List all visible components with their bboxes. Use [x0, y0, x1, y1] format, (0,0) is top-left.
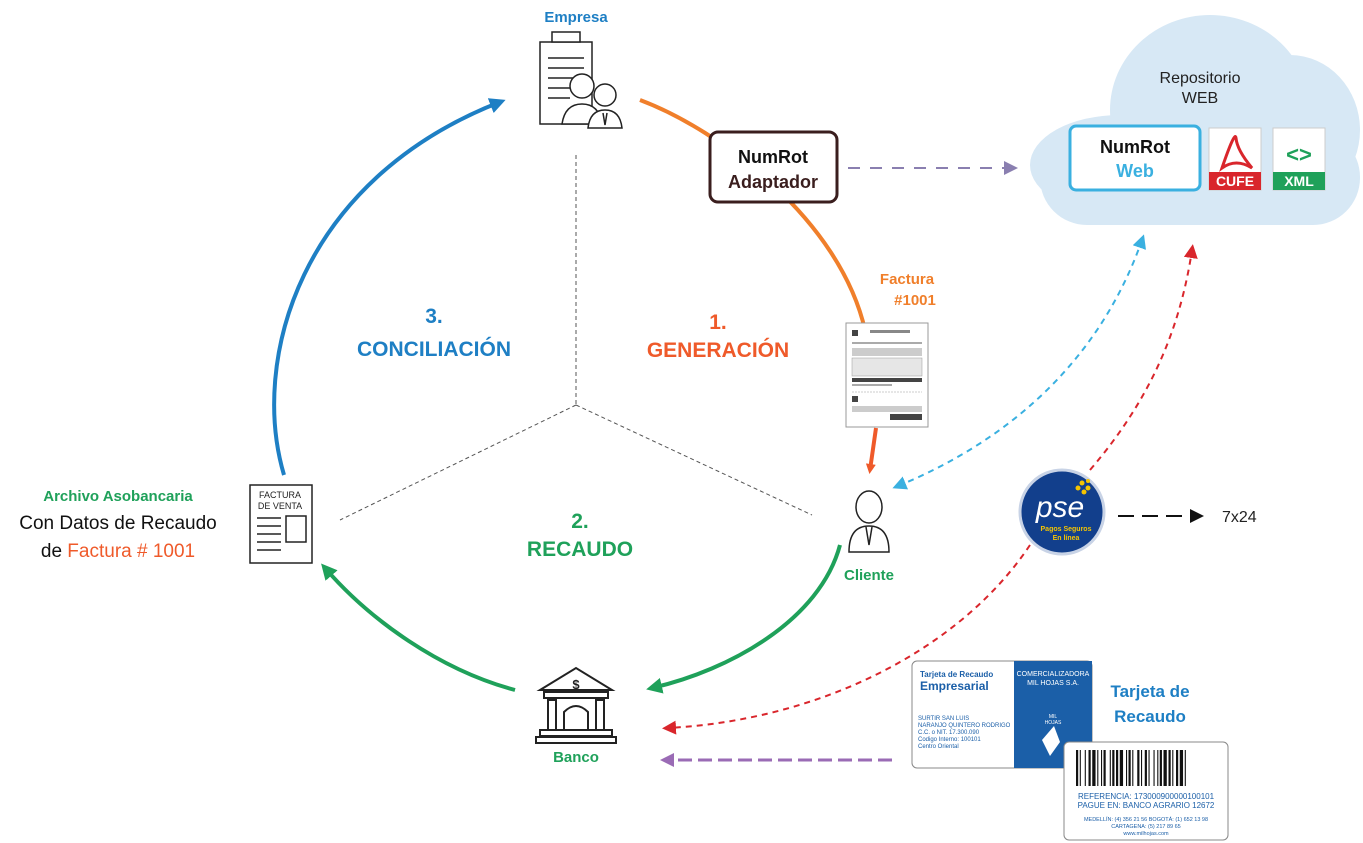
numrot-web-box — [1068, 124, 1202, 192]
xml-label: XML — [1284, 173, 1314, 189]
person-icon — [848, 490, 890, 553]
factura-venta-line2: DE VENTA — [258, 501, 302, 511]
archivo-line-3-ref: Factura # 1001 — [67, 541, 195, 562]
empresa-label: Empresa — [544, 9, 608, 26]
tarjeta-label-2: Recaudo — [1114, 707, 1186, 726]
cufe-label: CUFE — [1216, 173, 1254, 189]
card-address-3: C.C. o NIT. 17.300.090 — [918, 730, 980, 736]
bank-icon — [535, 666, 617, 744]
card-logo-1: MIL — [1049, 714, 1058, 720]
numrot-web-label-2: Web — [1116, 161, 1154, 181]
arc-recaudo — [646, 544, 842, 694]
banco-label: Banco — [553, 749, 599, 766]
card-address-1: SURTIR SAN LUIS — [918, 716, 969, 722]
card-address-5: Centro Oriental — [918, 744, 959, 750]
generacion-number: 1. — [709, 311, 727, 334]
xml-symbol-icon: <> — [1286, 142, 1312, 167]
card-address-4: Codigo Interno: 100101 — [918, 737, 981, 743]
pse-subtext-2: En línea — [1053, 535, 1080, 542]
adaptador-label-2: Adaptador — [728, 172, 818, 192]
factura-label-1: Factura — [880, 271, 935, 288]
availability-label: 7x24 — [1222, 509, 1257, 526]
card-header-1: Tarjeta de Recaudo — [920, 670, 993, 679]
archivo-title: Archivo Asobancaria — [43, 488, 193, 505]
arrow-cliente-repositorio — [892, 234, 1146, 490]
conciliacion-title: CONCILIACIÓN — [357, 337, 511, 361]
factura-label-2: #1001 — [894, 292, 936, 309]
sector-dividers — [339, 155, 813, 521]
card-address-2: NARANJO QUINTERO RODRIGO — [918, 723, 1011, 729]
conciliacion-number: 3. — [425, 305, 443, 328]
archivo-line-3: de Factura # 1001 — [41, 541, 195, 562]
dollar-icon: $ — [572, 677, 580, 692]
factura-venta-line1: FACTURA — [259, 490, 301, 500]
cloud-repository — [1030, 15, 1360, 225]
card-reference: REFERENCIA: 173000900000100101 — [1078, 792, 1215, 801]
card-company-1: COMERCIALIZADORA — [1017, 671, 1090, 678]
arrow-pse-repositorio — [1089, 244, 1198, 471]
sales-invoice-icon — [249, 484, 313, 564]
recaudo-number: 2. — [571, 510, 589, 533]
archivo-line-3-prefix: de — [41, 541, 67, 562]
pse-text: pse — [1035, 491, 1084, 524]
repositorio-label-2: WEB — [1182, 90, 1218, 107]
collection-card — [911, 660, 1093, 769]
card-phones-1: MEDELLÍN: (4) 356 21 56 BOGOTÁ: (1) 652 … — [1084, 816, 1208, 823]
adaptador-box — [708, 130, 839, 204]
pdf-icon — [1208, 127, 1262, 191]
cliente-label: Cliente — [844, 567, 894, 584]
invoice-document — [845, 322, 929, 428]
card-pay-at: PAGUE EN: BANCO AGRARIO 12672 — [1078, 801, 1215, 810]
card-company-2: MIL HOJAS S.A. — [1027, 680, 1079, 687]
pse-subtext-1: Pagos Seguros — [1041, 526, 1092, 533]
card-website: www.milhojas.com — [1122, 831, 1169, 837]
repositorio-label-1: Repositorio — [1160, 70, 1241, 87]
generacion-title: GENERACIÓN — [647, 338, 789, 362]
recaudo-title: RECAUDO — [527, 538, 633, 561]
adaptador-label-1: NumRot — [738, 147, 808, 167]
card-logo-2: HOJAS — [1045, 720, 1062, 726]
building-icon — [539, 31, 623, 129]
arc-recaudo-archivo — [321, 563, 516, 692]
card-phones-2: CARTAGENA: (5) 217 89 65 — [1111, 824, 1181, 830]
numrot-web-label-1: NumRot — [1100, 137, 1170, 157]
arc-generacion-end — [865, 427, 878, 474]
archivo-line-2: Con Datos de Recaudo — [19, 513, 217, 534]
arrow-pse-banco — [662, 544, 1031, 735]
card-header-2: Empresarial — [920, 679, 989, 693]
tarjeta-label-1: Tarjeta de — [1110, 682, 1189, 701]
pse-logo — [1018, 468, 1106, 556]
barcode-icon — [1076, 750, 1186, 786]
arc-conciliacion — [272, 98, 506, 476]
xml-icon — [1272, 127, 1326, 191]
